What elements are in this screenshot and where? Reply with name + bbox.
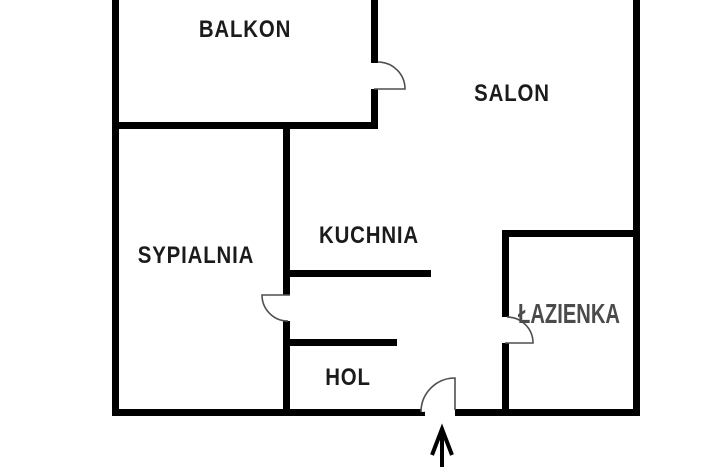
wall-sypialnia-upper (283, 122, 290, 295)
door-arc-balkon (374, 61, 406, 90)
room-label-hol: HOL (325, 364, 371, 391)
room-label-lazienka: ŁAZIENKA (518, 298, 620, 329)
entrance-arrow-head (430, 423, 454, 456)
wall-left-exterior (112, 0, 119, 416)
door-arc-lazienka (505, 316, 534, 344)
wall-balkon-bottom (112, 122, 378, 129)
wall-lazienka-left-upper (502, 230, 509, 317)
wall-bottom-right (455, 409, 640, 416)
wall-bottom-left (112, 409, 425, 416)
doors (261, 61, 534, 413)
room-label-sypialnia: SYPIALNIA (137, 242, 255, 269)
wall-right-exterior (633, 0, 640, 416)
door-arc-sypialnia (261, 294, 290, 322)
entrance-arrow-icon (430, 423, 454, 467)
wall-hol-top (283, 339, 397, 346)
wall-balkon-salon-upper (371, 0, 378, 63)
walls (112, 0, 640, 416)
wall-lazienka-top (502, 230, 640, 237)
room-label-kuchnia: KUCHNIA (318, 222, 420, 249)
door-arc-entrance (420, 377, 456, 413)
wall-sypialnia-lower (283, 321, 290, 416)
wall-kuchnia-bottom (283, 270, 431, 277)
room-label-balkon: BALKON (198, 16, 292, 43)
room-label-salon: SALON (474, 80, 550, 107)
wall-balkon-salon-lower (371, 89, 378, 129)
wall-lazienka-left-lower (502, 343, 509, 416)
